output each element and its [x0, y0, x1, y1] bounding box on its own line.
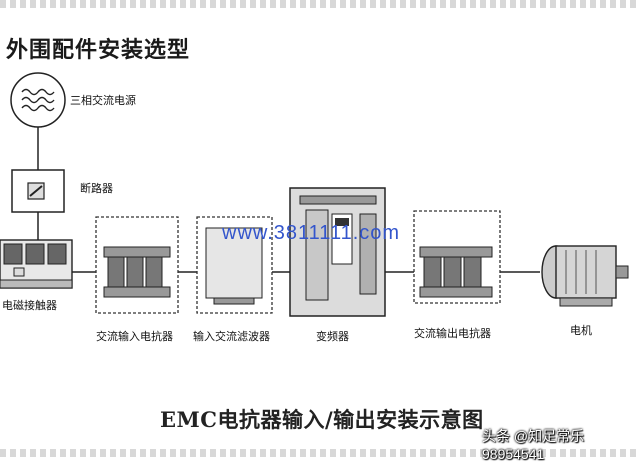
- diagram-caption: EMC电抗器输入/输出安装示意图: [160, 407, 484, 432]
- input-reactor-box: [95, 216, 179, 314]
- page-title: 外围配件安装选型: [6, 38, 191, 63]
- inverter-icon: [289, 187, 386, 317]
- input-filter-box: [196, 216, 273, 314]
- motor-icon: [541, 245, 629, 307]
- input-reactor-label: 交流输入电抗器: [96, 330, 173, 343]
- inverter-label: 变频器: [316, 330, 349, 343]
- output-reactor-icon: [419, 246, 493, 298]
- motor-label: 电机: [570, 324, 592, 337]
- input-filter-icon: [205, 227, 263, 305]
- contactor-icon: [0, 239, 73, 289]
- ac-source-icon: [10, 72, 66, 128]
- output-reactor-box: [413, 210, 501, 304]
- power-source-label: 三相交流电源: [70, 94, 136, 107]
- watermark: www.3811111.com: [222, 222, 401, 244]
- output-reactor-label: 交流输出电抗器: [414, 327, 491, 340]
- breaker-label: 断路器: [80, 182, 113, 195]
- breaker-icon: [11, 169, 65, 213]
- contactor-label: 电磁接触器: [2, 299, 57, 312]
- stamp-border-top: [0, 0, 640, 8]
- stamp-border-bottom: [0, 449, 640, 457]
- input-reactor-icon: [103, 246, 171, 298]
- input-filter-label: 输入交流滤波器: [193, 330, 270, 343]
